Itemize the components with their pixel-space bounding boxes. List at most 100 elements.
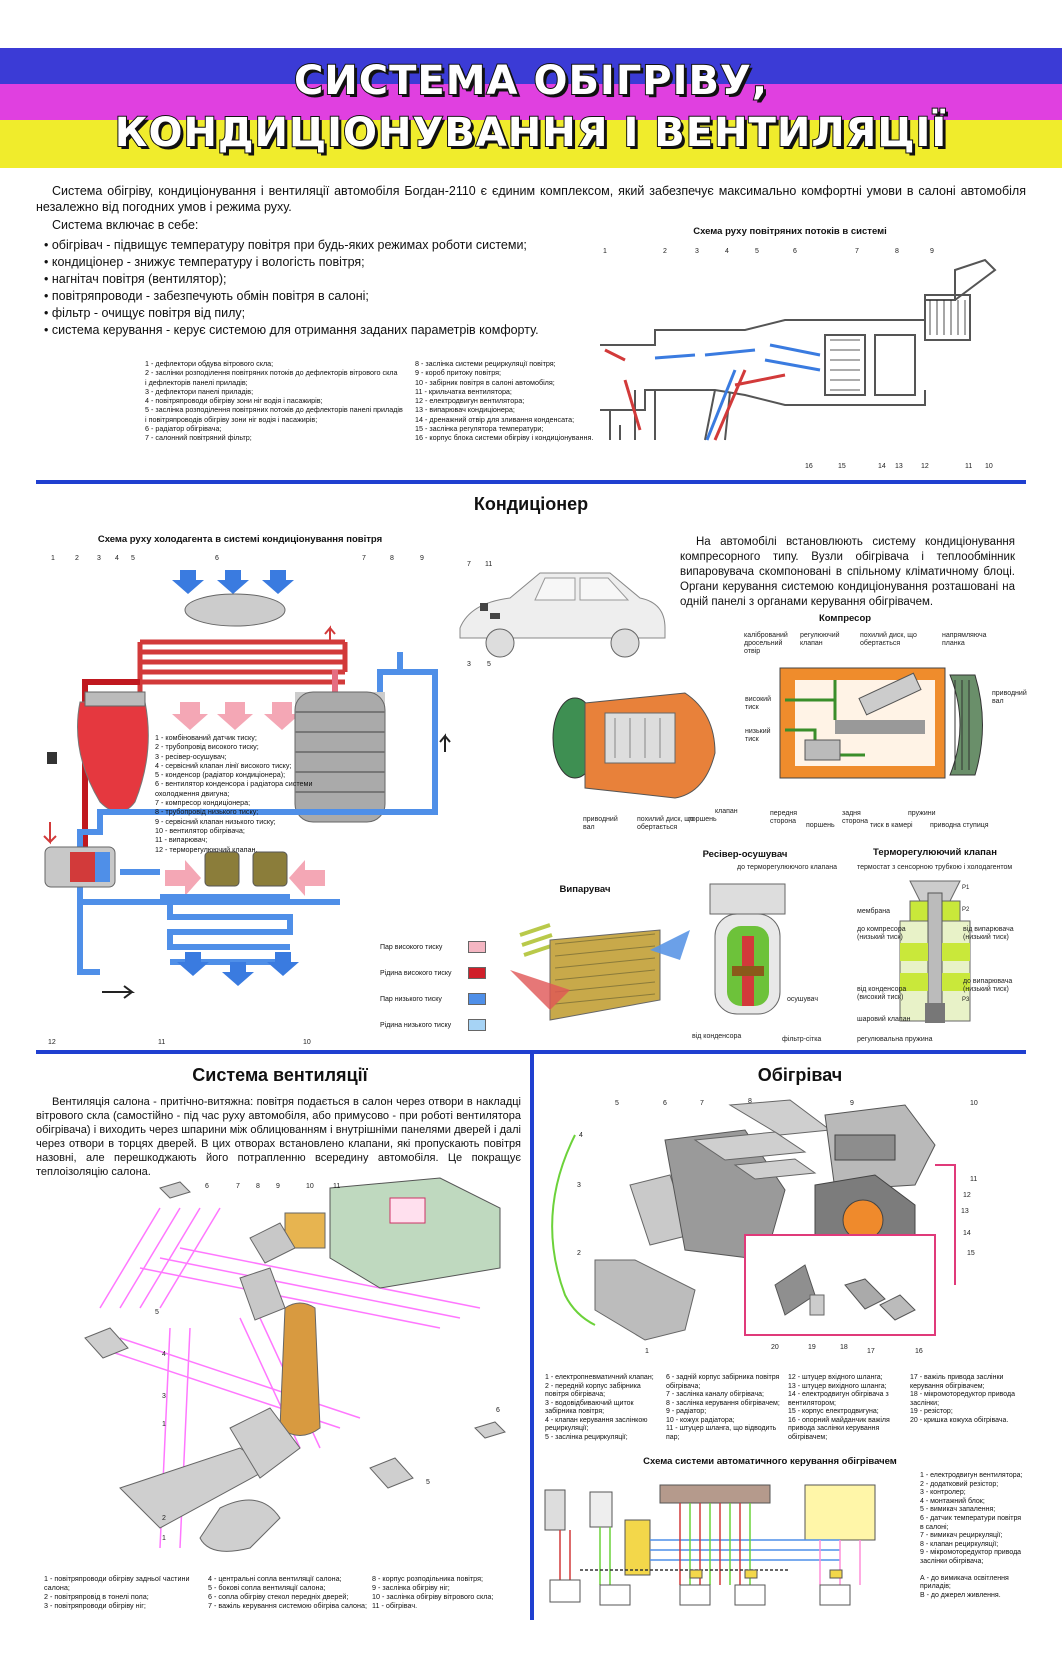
svg-text:11: 11 bbox=[333, 1183, 340, 1190]
svg-text:3: 3 bbox=[577, 1182, 581, 1189]
comp-label-orifice: калібрований дросельний отвір bbox=[744, 632, 788, 655]
receiver-label-out: до терморегулюючого клапана bbox=[737, 864, 837, 871]
ventilation-legend-col2: 4 - центральні сопла вентиляції салона;5… bbox=[208, 1574, 367, 1610]
svg-text:11: 11 bbox=[158, 1039, 165, 1046]
svg-text:3: 3 bbox=[467, 661, 471, 668]
svg-text:6: 6 bbox=[496, 1407, 500, 1414]
bullet-control: система керування - керує системою для о… bbox=[44, 322, 584, 339]
svg-text:16: 16 bbox=[915, 1348, 923, 1355]
compressor-title: Компресор bbox=[818, 613, 872, 624]
heater-legend-col1: 1 - електропневматичний клапан;2 - перед… bbox=[545, 1374, 654, 1441]
svg-text:9: 9 bbox=[930, 248, 934, 255]
page-title-line2: КОНДИЦІОНУВАННЯ І ВЕНТИЛЯЦІЇ bbox=[114, 109, 948, 157]
swatch-low-liquid bbox=[468, 1019, 486, 1031]
svg-text:P1: P1 bbox=[962, 885, 970, 891]
cutaway-label-shaft: приводний вал bbox=[583, 816, 618, 831]
svg-text:1: 1 bbox=[51, 555, 55, 562]
cutaway-label-piston: поршень bbox=[688, 816, 717, 823]
svg-text:16: 16 bbox=[805, 463, 813, 470]
heater-legend-col3: 12 - штуцер вхідного шланга;13 - штуцер … bbox=[788, 1374, 890, 1441]
ac-legend: 1 - комбінований датчик тиску;2 - трубоп… bbox=[155, 733, 313, 854]
divider-top bbox=[36, 480, 1026, 484]
svg-text:8: 8 bbox=[748, 1098, 752, 1105]
svg-text:8: 8 bbox=[256, 1183, 260, 1190]
divider-middle bbox=[36, 1050, 1026, 1054]
svg-text:12: 12 bbox=[963, 1192, 971, 1199]
comp-label-hub: приводна ступиця bbox=[930, 822, 989, 829]
svg-text:6: 6 bbox=[215, 555, 219, 562]
tev-label-to-compressor: до компресора (низький тиск) bbox=[857, 926, 906, 941]
svg-text:2: 2 bbox=[162, 1515, 166, 1522]
svg-text:14: 14 bbox=[963, 1230, 971, 1237]
comp-label-shaft: приводний вал bbox=[992, 690, 1027, 705]
swatch-low-vapor bbox=[468, 993, 486, 1005]
svg-text:20: 20 bbox=[771, 1344, 779, 1351]
svg-text:P3: P3 bbox=[962, 997, 970, 1003]
svg-text:1: 1 bbox=[162, 1535, 166, 1542]
svg-text:9: 9 bbox=[420, 555, 424, 562]
ac-scheme-caption: Схема руху холодагента в системі кондиці… bbox=[97, 534, 383, 545]
tev-label-to-evap: до випарювача (низький тиск) bbox=[963, 978, 1013, 993]
svg-text:2: 2 bbox=[663, 248, 667, 255]
svg-text:15: 15 bbox=[967, 1250, 975, 1257]
airflow-caption: Схема руху повітряних потоків в системі bbox=[693, 226, 887, 237]
comp-label-piston: поршень bbox=[806, 822, 835, 829]
tev-label-membrane: мембрана bbox=[857, 908, 890, 915]
airflow-legend-right: 8 - заслінка системи рециркуляції повітр… bbox=[415, 359, 594, 443]
bullet-ac: кондиціонер - знижує температуру і волог… bbox=[44, 254, 584, 271]
svg-text:5: 5 bbox=[487, 661, 491, 668]
comp-label-chamber: тиск в камері bbox=[870, 822, 913, 829]
svg-text:7: 7 bbox=[467, 561, 471, 568]
evaporator-title: Випарувач bbox=[559, 884, 611, 895]
comp-label-control-valve: регулюючий клапан bbox=[800, 632, 840, 647]
comp-label-springs: пружини bbox=[908, 810, 936, 817]
svg-text:14: 14 bbox=[878, 463, 886, 470]
comp-label-rear: задня сторона bbox=[842, 810, 869, 825]
tev-label-from-evap: від випарювача (низький тиск) bbox=[963, 926, 1014, 941]
ac-title: Кондиціонер bbox=[473, 494, 589, 514]
svg-text:5: 5 bbox=[426, 1479, 430, 1486]
pressure-legend-label-1: Пар високого тиску bbox=[380, 943, 443, 951]
intro-includes: Система включає в себе: bbox=[52, 218, 199, 232]
svg-text:13: 13 bbox=[961, 1208, 969, 1215]
svg-text:5: 5 bbox=[755, 248, 759, 255]
header-band-magenta bbox=[0, 84, 1062, 120]
auto-control-caption: Схема системи автоматичного керування об… bbox=[643, 1456, 897, 1467]
svg-text:9: 9 bbox=[276, 1183, 280, 1190]
svg-text:18: 18 bbox=[840, 1344, 848, 1351]
svg-text:17: 17 bbox=[867, 1348, 875, 1355]
cutaway-label-valve: клапан bbox=[715, 808, 738, 815]
svg-text:4: 4 bbox=[162, 1351, 166, 1358]
ventilation-legend-col3: 8 - корпус розподільника повітря;9 - зас… bbox=[372, 1574, 494, 1610]
tev-title: Терморегулюючий клапан bbox=[873, 847, 997, 858]
svg-text:6: 6 bbox=[793, 248, 797, 255]
svg-text:7: 7 bbox=[700, 1100, 704, 1107]
svg-text:4: 4 bbox=[725, 248, 729, 255]
svg-text:7: 7 bbox=[236, 1183, 240, 1190]
svg-text:10: 10 bbox=[985, 463, 993, 470]
bullet-blower: нагнітач повітря (вентилятор); bbox=[44, 271, 584, 288]
svg-text:3: 3 bbox=[97, 555, 101, 562]
comp-label-front: передня сторона bbox=[770, 810, 798, 825]
ventilation-legend-col1: 1 - повітряпроводи обігріву задньої част… bbox=[44, 1574, 190, 1610]
bullet-filter: фільтр - очищує повітря від пилу; bbox=[44, 305, 584, 322]
swatch-high-vapor bbox=[468, 941, 486, 953]
comp-label-swash: похилий диск, що обертається bbox=[860, 632, 917, 647]
tev-label-ball: шаровий клапан bbox=[857, 1016, 911, 1023]
svg-text:9: 9 bbox=[850, 1100, 854, 1107]
evaporator-illustration bbox=[510, 923, 690, 1021]
comp-label-high: високий тиск bbox=[745, 696, 771, 711]
heater-title: Обігрівач bbox=[757, 1065, 843, 1085]
receiver-label-filter: фільтр-сітка bbox=[782, 1036, 822, 1043]
svg-text:4: 4 bbox=[579, 1132, 583, 1139]
svg-text:19: 19 bbox=[808, 1344, 816, 1351]
tev-label-thermostat: термостат з сенсорною трубкою і холодаге… bbox=[857, 864, 1013, 871]
svg-text:5: 5 bbox=[615, 1100, 619, 1107]
compressor-section bbox=[779, 667, 983, 779]
comp-label-guide: напрямляюча планка bbox=[942, 632, 987, 647]
bullet-ducts: повітряпроводи - забезпечують обмін пові… bbox=[44, 288, 584, 305]
